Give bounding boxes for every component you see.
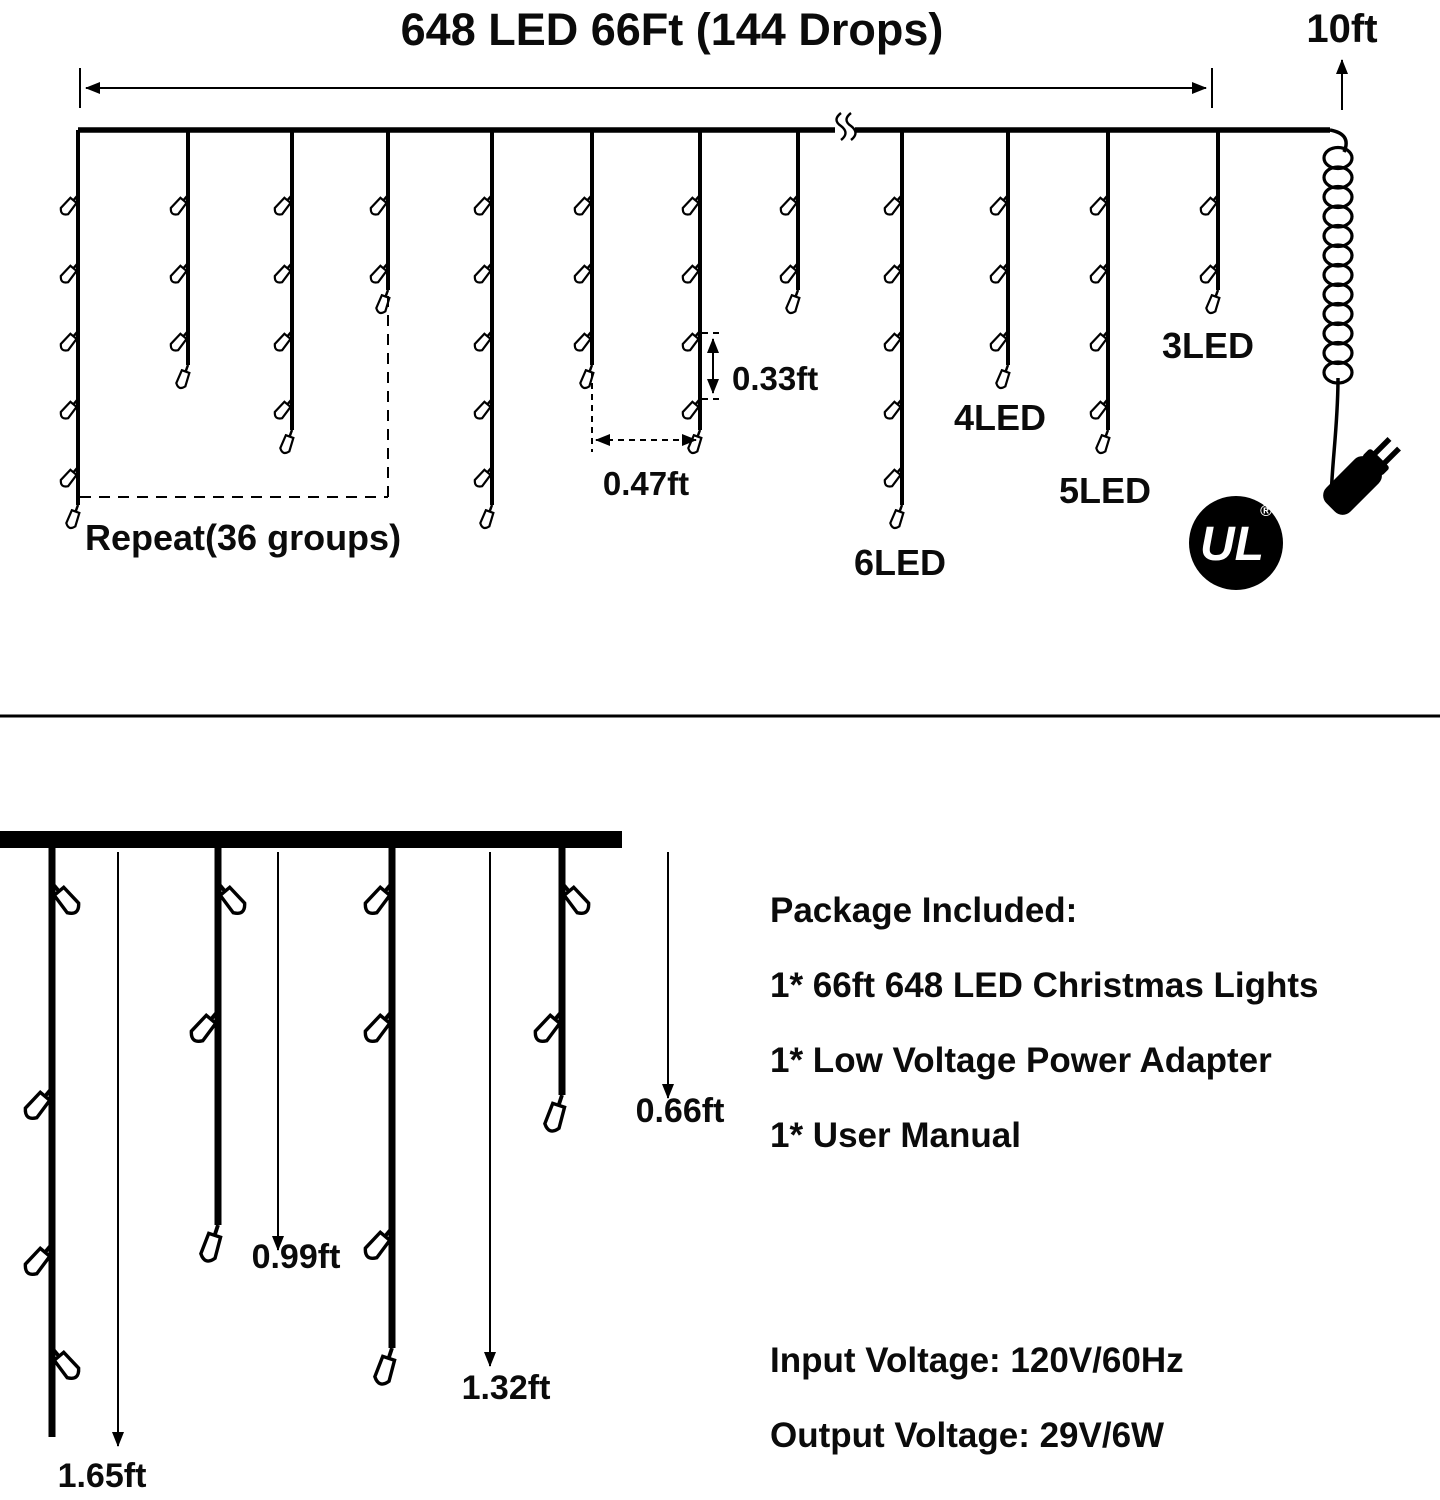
- drop-length-label-4: 0.66ft: [636, 1092, 725, 1130]
- led-bulb-icon: [1203, 287, 1224, 316]
- coil-loop: [1322, 243, 1354, 268]
- repeat-label: Repeat(36 groups): [85, 517, 401, 558]
- drop-label-4led: 4LED: [954, 397, 1046, 438]
- total-span-dimension: [79, 68, 1213, 108]
- package-item: 1* User Manual: [770, 1116, 1021, 1155]
- led-bulb-icon: [685, 427, 706, 456]
- repeat-group-outline: [80, 296, 389, 498]
- diagram-title: 648 LED 66Ft (144 Drops): [401, 4, 944, 55]
- package-info: Package Included: 1* 66ft 648 LED Christ…: [770, 891, 1319, 1455]
- drop-spacing-label: 0.47ft: [603, 465, 689, 502]
- led-bulb-icon: [277, 427, 298, 456]
- drop-spacing-dimension: [591, 372, 697, 452]
- drop-length-label-2: 0.99ft: [252, 1238, 341, 1276]
- output-voltage-text: Output Voltage: 29V/6W: [770, 1416, 1164, 1455]
- led-bulb-icon: [1093, 427, 1114, 456]
- led-bulb-icon: [173, 362, 194, 391]
- coil-loop: [1322, 301, 1354, 327]
- drop-length-label-3: 1.32ft: [462, 1369, 551, 1407]
- led-bulb-icon: [577, 362, 598, 391]
- lead-length-label: 10ft: [1306, 7, 1377, 51]
- led-spacing-label: 0.33ft: [732, 360, 818, 397]
- led-bulb-icon: [887, 502, 908, 531]
- icicle-drops-top: [57, 130, 1224, 531]
- input-voltage-text: Input Voltage: 120V/60Hz: [770, 1341, 1184, 1380]
- drop-label-6led: 6LED: [854, 542, 946, 583]
- drop-label-5led: 5LED: [1059, 470, 1151, 511]
- package-item: 1* Low Voltage Power Adapter: [770, 1041, 1272, 1080]
- power-plug-icon: [1323, 437, 1401, 515]
- package-item: 1* 66ft 648 LED Christmas Lights: [770, 966, 1319, 1005]
- led-bulb-icon: [541, 1090, 572, 1135]
- led-bulb-icon: [783, 287, 804, 316]
- coil-loop: [1322, 282, 1354, 307]
- coil-loop: [1322, 184, 1354, 210]
- led-spacing-dimension: [702, 332, 724, 400]
- coil-loop: [1322, 204, 1354, 229]
- led-bulb-icon: [197, 1220, 228, 1265]
- bottom-diagram: 1.65ft 0.99ft 1.32ft 0.66ft: [0, 831, 724, 1495]
- coil-loop: [1322, 165, 1354, 190]
- coil-loop: [1322, 321, 1354, 346]
- led-bulb-icon: [373, 287, 394, 316]
- top-diagram: 648 LED 66Ft (144 Drops) 10ft Repeat(36 …: [57, 4, 1401, 590]
- drop-length-label-1: 1.65ft: [58, 1457, 147, 1495]
- ul-logo: UL ®: [1189, 496, 1283, 590]
- coil-loop: [1322, 223, 1354, 249]
- led-bulb-icon: [477, 502, 498, 531]
- coil-loop: [1322, 262, 1354, 288]
- ul-logo-text: UL: [1200, 518, 1264, 571]
- led-bulb-icon: [993, 362, 1014, 391]
- package-heading: Package Included:: [770, 891, 1077, 930]
- drop-length-arrows: [112, 852, 674, 1447]
- wire-break-icon: [835, 112, 857, 141]
- coil-loop: [1322, 145, 1354, 171]
- drop-label-3led: 3LED: [1162, 325, 1254, 366]
- led-bulb-icon: [371, 1343, 402, 1388]
- led-bulb-icon: [63, 502, 84, 531]
- cord-coil: [1322, 128, 1354, 506]
- bottom-wire-bar: [0, 831, 622, 848]
- ul-logo-circle: [1189, 496, 1283, 590]
- registered-mark: ®: [1260, 503, 1272, 520]
- icicle-drops-bottom: [20, 848, 594, 1437]
- coil-loop: [1322, 340, 1354, 366]
